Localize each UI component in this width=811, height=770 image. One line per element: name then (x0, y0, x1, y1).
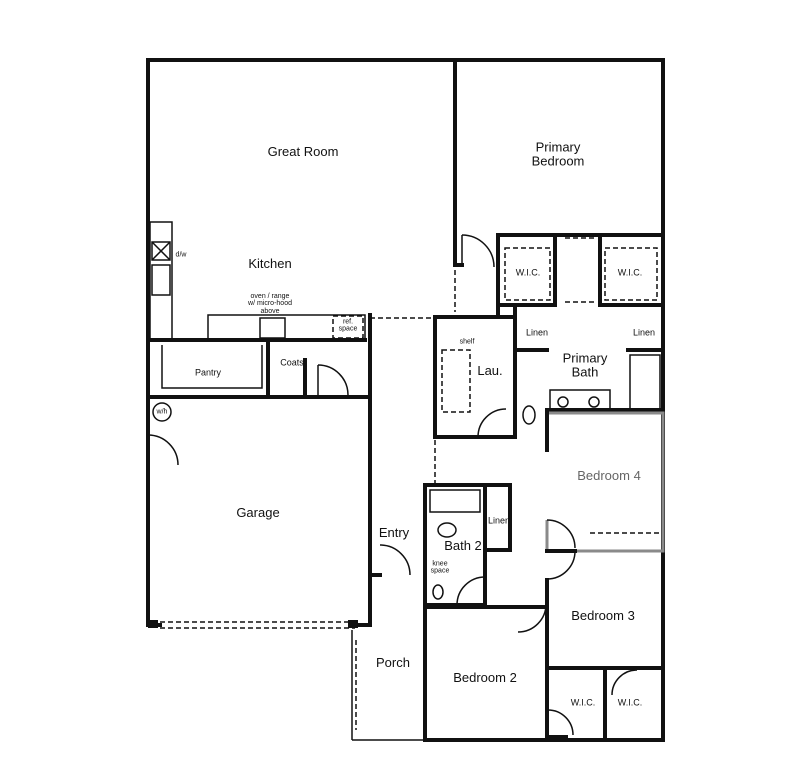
oven-label: oven / range w/ micro-hood above (248, 292, 292, 315)
room-primary-bath: Primary Bath (562, 350, 608, 379)
shelf-label: shelf (459, 338, 475, 346)
wic-bedroom-2: W.I.C. (570, 697, 596, 708)
room-laundry: Lau. (477, 363, 503, 379)
ref-space-label: ref. space (338, 318, 358, 333)
room-bedroom-2: Bedroom 2 (453, 670, 517, 686)
room-bedroom-4: Bedroom 4 (577, 468, 641, 484)
room-pantry: Pantry (194, 367, 222, 378)
wic-bedroom-3: W.I.C. (617, 697, 643, 708)
room-garage: Garage (236, 505, 280, 521)
water-heater-label: w/h (156, 408, 168, 416)
room-kitchen: Kitchen (248, 256, 292, 272)
linen-bath-2: Linen (487, 515, 511, 526)
room-great-room: Great Room (267, 144, 339, 160)
linen-right: Linen (632, 327, 656, 338)
linen-left: Linen (525, 327, 549, 338)
wic-left: W.I.C. (515, 267, 541, 278)
wic-right: W.I.C. (617, 267, 643, 278)
room-coats: Coats (280, 357, 304, 368)
interior-walls (146, 58, 665, 742)
room-primary-bedroom: Primary Bedroom (531, 139, 585, 168)
room-bath-2: Bath 2 (444, 538, 482, 554)
room-porch: Porch (376, 655, 410, 671)
room-entry: Entry (378, 525, 410, 541)
knee-space-label: knee space (430, 560, 450, 575)
exterior-walls (146, 58, 665, 742)
dishwasher-label: d/w (175, 251, 187, 259)
room-bedroom-3: Bedroom 3 (571, 608, 635, 624)
